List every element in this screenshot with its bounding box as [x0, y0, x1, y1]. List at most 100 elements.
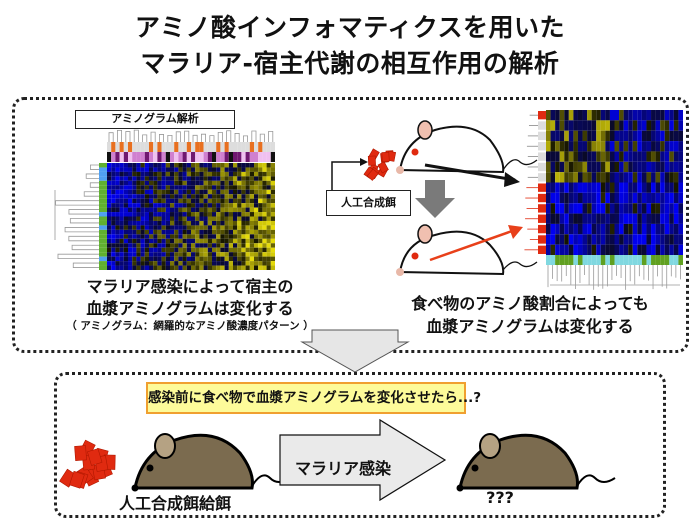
heatmap-cell	[591, 130, 597, 142]
heatmap-cell	[212, 194, 217, 199]
heatmap-cell	[254, 216, 259, 221]
heatmap-cell	[191, 216, 196, 221]
heatmap-cell	[136, 203, 141, 208]
heatmap-cell	[149, 216, 154, 221]
heatmap-cell	[249, 256, 254, 262]
heatmap-cell	[186, 163, 191, 168]
heatmap-cell	[157, 171, 162, 177]
heatmap-cell	[161, 220, 166, 226]
heatmap-cell	[646, 213, 652, 224]
question-banner: 感染前に食べ物で血漿アミノグラムを変化させたら...?	[146, 382, 481, 414]
heatmap-cell	[128, 225, 133, 230]
heatmap-cell	[241, 261, 246, 266]
heatmap-cell	[669, 151, 674, 162]
heatmap-cell	[258, 189, 263, 195]
heatmap-cell	[220, 185, 225, 190]
heatmap-cell	[228, 225, 233, 230]
heatmap-cell	[266, 203, 271, 208]
heatmap-cell	[266, 180, 271, 186]
heatmap-cell	[669, 120, 674, 131]
heatmap-cell	[673, 172, 679, 183]
heatmap-cell	[270, 229, 275, 235]
heatmap-cell	[153, 265, 158, 270]
heatmap-cell	[550, 234, 556, 245]
heatmap-cell	[224, 203, 229, 208]
heatmap-cell	[182, 176, 187, 181]
heatmap-cell	[178, 207, 183, 213]
heatmap-cell	[161, 243, 166, 248]
heatmap-cell	[241, 243, 246, 248]
heatmap-cell	[224, 265, 229, 270]
heatmap-cell	[270, 216, 275, 221]
heatmap-cell	[600, 120, 606, 131]
heatmap-cell	[573, 130, 578, 142]
heatmap-cell	[596, 141, 601, 152]
heatmap-cell	[107, 229, 112, 235]
heatmap-cell	[262, 203, 267, 208]
heatmap-cell	[632, 110, 638, 121]
heatmap-cell	[596, 120, 601, 131]
heatmap-cell	[600, 172, 606, 183]
heatmap-cell	[203, 229, 208, 235]
heatmap-cell	[140, 216, 145, 221]
heatmap-cell	[555, 192, 560, 204]
heatmap-cell	[678, 213, 683, 224]
bottom-panel	[54, 372, 666, 518]
heatmap-cell	[641, 110, 647, 121]
heatmap-cell	[195, 189, 200, 195]
heatmap-cell	[153, 252, 158, 257]
heatmap-cell	[161, 180, 166, 186]
heatmap-cell	[673, 234, 679, 245]
heatmap-cell	[605, 244, 610, 255]
heatmap-cell	[212, 225, 217, 230]
heatmap-cell	[664, 161, 670, 173]
heatmap-cell	[262, 176, 267, 181]
heatmap-cell	[614, 234, 620, 245]
heatmap-cell	[224, 212, 229, 217]
heatmap-cell	[178, 261, 183, 266]
heatmap-cell	[237, 234, 242, 239]
heatmap-cell	[161, 225, 166, 230]
heatmap-cell	[123, 247, 128, 253]
heatmap-cell	[582, 223, 588, 235]
heatmap-cell	[186, 176, 191, 181]
heatmap-cell	[262, 225, 267, 230]
heatmap-cell	[165, 207, 170, 213]
heatmap-cell	[577, 130, 583, 142]
heatmap-cell	[203, 252, 208, 257]
heatmap-cell	[170, 198, 175, 204]
heatmap-cell	[157, 265, 162, 270]
heatmap-cell	[568, 192, 574, 204]
heatmap-cell	[157, 238, 162, 244]
heatmap-cell	[186, 261, 191, 266]
heatmap-cell	[165, 194, 170, 199]
heatmap-cell	[266, 265, 271, 270]
heatmap-cell	[149, 229, 154, 235]
heatmap-cell	[550, 203, 556, 214]
big-down-arrow	[300, 329, 410, 373]
heatmap-cell	[186, 247, 191, 253]
heatmap-cell	[550, 192, 556, 204]
heatmap-cell	[132, 176, 137, 181]
heatmap-cell	[573, 244, 578, 255]
heatmap-cell	[115, 212, 120, 217]
heatmap-cell	[220, 261, 225, 266]
heatmap-cell	[170, 167, 175, 172]
heatmap-cell	[207, 171, 212, 177]
heatmap-cell	[157, 189, 162, 195]
heatmap-cell	[609, 110, 615, 121]
heatmap-cell	[550, 130, 556, 142]
heatmap-cell	[212, 189, 217, 195]
heatmap-cell	[228, 216, 233, 221]
heatmap-cell	[568, 120, 574, 131]
heatmap-cell	[191, 247, 196, 253]
heatmap-cell	[233, 261, 238, 266]
heatmap-cell	[207, 238, 212, 244]
heatmap-cell	[174, 243, 179, 248]
heatmap-cell	[254, 176, 259, 181]
heatmap-cell	[165, 225, 170, 230]
heatmap-cell	[191, 234, 196, 239]
heatmap-cell	[237, 229, 242, 235]
heatmap-cell	[237, 171, 242, 177]
heatmap-cell	[568, 213, 574, 224]
